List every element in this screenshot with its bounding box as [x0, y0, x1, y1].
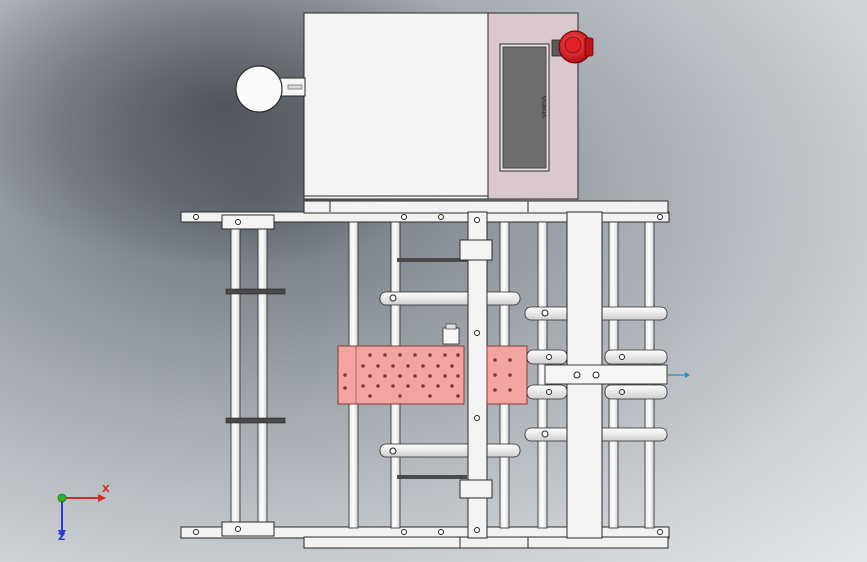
estop-cap: [564, 36, 582, 54]
conveyor-holes: [343, 353, 512, 398]
main-frame: [180, 200, 670, 549]
carriage-block-bottom: [221, 521, 275, 537]
left-carriage[interactable]: [221, 214, 286, 537]
handle-slot: [287, 84, 303, 90]
emergency-stop-button[interactable]: [551, 30, 594, 64]
guide-rod: [230, 221, 241, 529]
roller-assembly[interactable]: [526, 349, 690, 400]
handle-knob: [235, 65, 283, 113]
panel-brand-label: SIEMENS: [542, 96, 548, 118]
conveyor-right-plate: [486, 345, 528, 405]
separator-bar: [225, 417, 286, 424]
axis-triad: X Z: [40, 480, 120, 550]
cabinet-body: [303, 12, 489, 200]
hmi-screen[interactable]: [502, 46, 547, 169]
axis-x-label: X: [102, 484, 110, 495]
axis-triad-graphic: [57, 493, 106, 538]
center-beam[interactable]: [459, 211, 493, 539]
separator-bar: [225, 288, 286, 295]
rotary-handle[interactable]: [235, 65, 306, 113]
top-rail-lip: [303, 200, 669, 214]
axis-z-label: Z: [58, 532, 66, 543]
estop-collar: [584, 37, 594, 57]
carriage-block-top: [221, 214, 275, 230]
conveyor-belt[interactable]: [337, 345, 528, 405]
product-bottle[interactable]: [442, 323, 460, 345]
control-cabinet[interactable]: SIEMENS: [235, 12, 594, 200]
guide-rod: [257, 221, 268, 529]
bottom-rail-lip: [303, 536, 669, 549]
